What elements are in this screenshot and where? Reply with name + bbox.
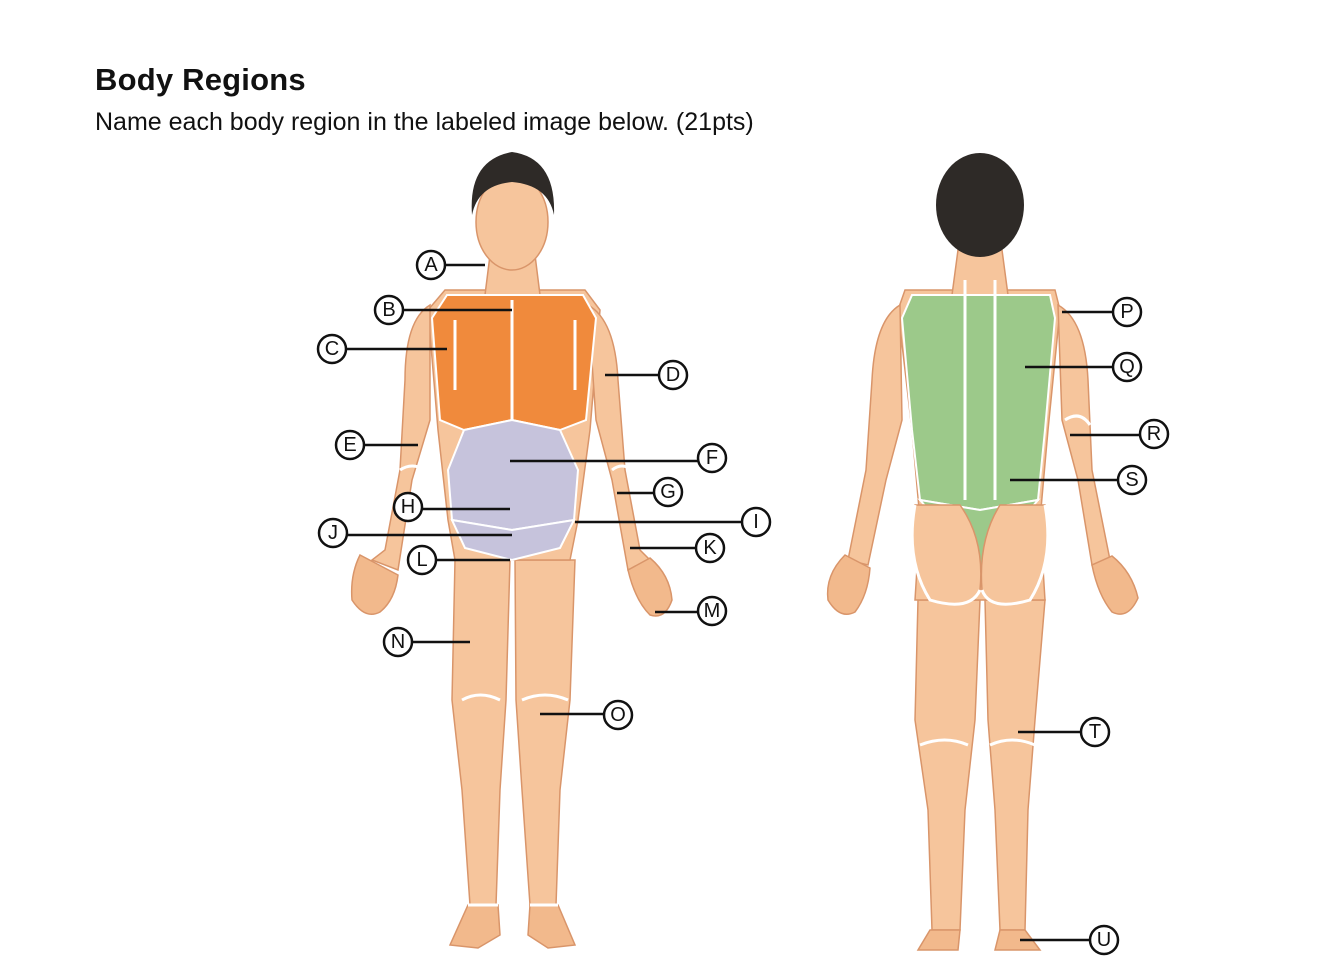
callout-k-label: K: [703, 537, 717, 559]
callout-q-label: Q: [1119, 356, 1135, 378]
callout-f: F: [510, 442, 728, 474]
callout-p: P: [1062, 296, 1143, 328]
callout-u: U: [1020, 924, 1120, 956]
callout-b: B: [373, 294, 512, 326]
callout-d: D: [605, 359, 689, 391]
callout-l-label: L: [416, 549, 427, 571]
callout-r-label: R: [1147, 423, 1161, 445]
callout-s: S: [1010, 464, 1148, 496]
callout-u-label: U: [1097, 929, 1111, 951]
callout-s-label: S: [1125, 469, 1138, 491]
callout-o-label: O: [610, 704, 626, 726]
page-title: Body Regions: [95, 62, 306, 97]
callout-e-label: E: [343, 434, 356, 456]
callout-a: A: [415, 249, 485, 281]
callout-c-label: C: [325, 338, 339, 360]
callout-i-label: I: [753, 511, 759, 533]
callout-d-label: D: [666, 364, 680, 386]
callout-q: Q: [1025, 351, 1143, 383]
callout-o: O: [540, 699, 634, 731]
callout-j: J: [317, 517, 512, 549]
callout-h: H: [392, 491, 510, 523]
callout-k: K: [630, 532, 726, 564]
callout-l: L: [406, 544, 510, 576]
callout-f-label: F: [706, 447, 718, 469]
callout-p-label: P: [1120, 301, 1133, 323]
callout-r: R: [1070, 418, 1170, 450]
posterior-body-figure: [826, 153, 1139, 951]
callout-n-label: N: [391, 631, 405, 653]
callout-m: M: [655, 595, 728, 627]
callout-a-label: A: [424, 254, 438, 276]
callout-g: G: [617, 476, 684, 508]
callout-g-label: G: [660, 481, 676, 503]
callout-b-label: B: [382, 299, 395, 321]
callout-j-label: J: [328, 522, 338, 544]
callout-n: N: [382, 626, 470, 658]
callout-t-label: T: [1089, 721, 1101, 743]
callout-t: T: [1018, 716, 1111, 748]
anterior-body-figure: [350, 152, 673, 949]
callout-e: E: [334, 429, 418, 461]
callout-i: I: [575, 506, 772, 538]
callout-m-label: M: [704, 600, 721, 622]
callout-h-label: H: [401, 496, 415, 518]
callout-c: C: [316, 333, 447, 365]
instructions-text: Name each body region in the labeled ima…: [95, 108, 754, 136]
